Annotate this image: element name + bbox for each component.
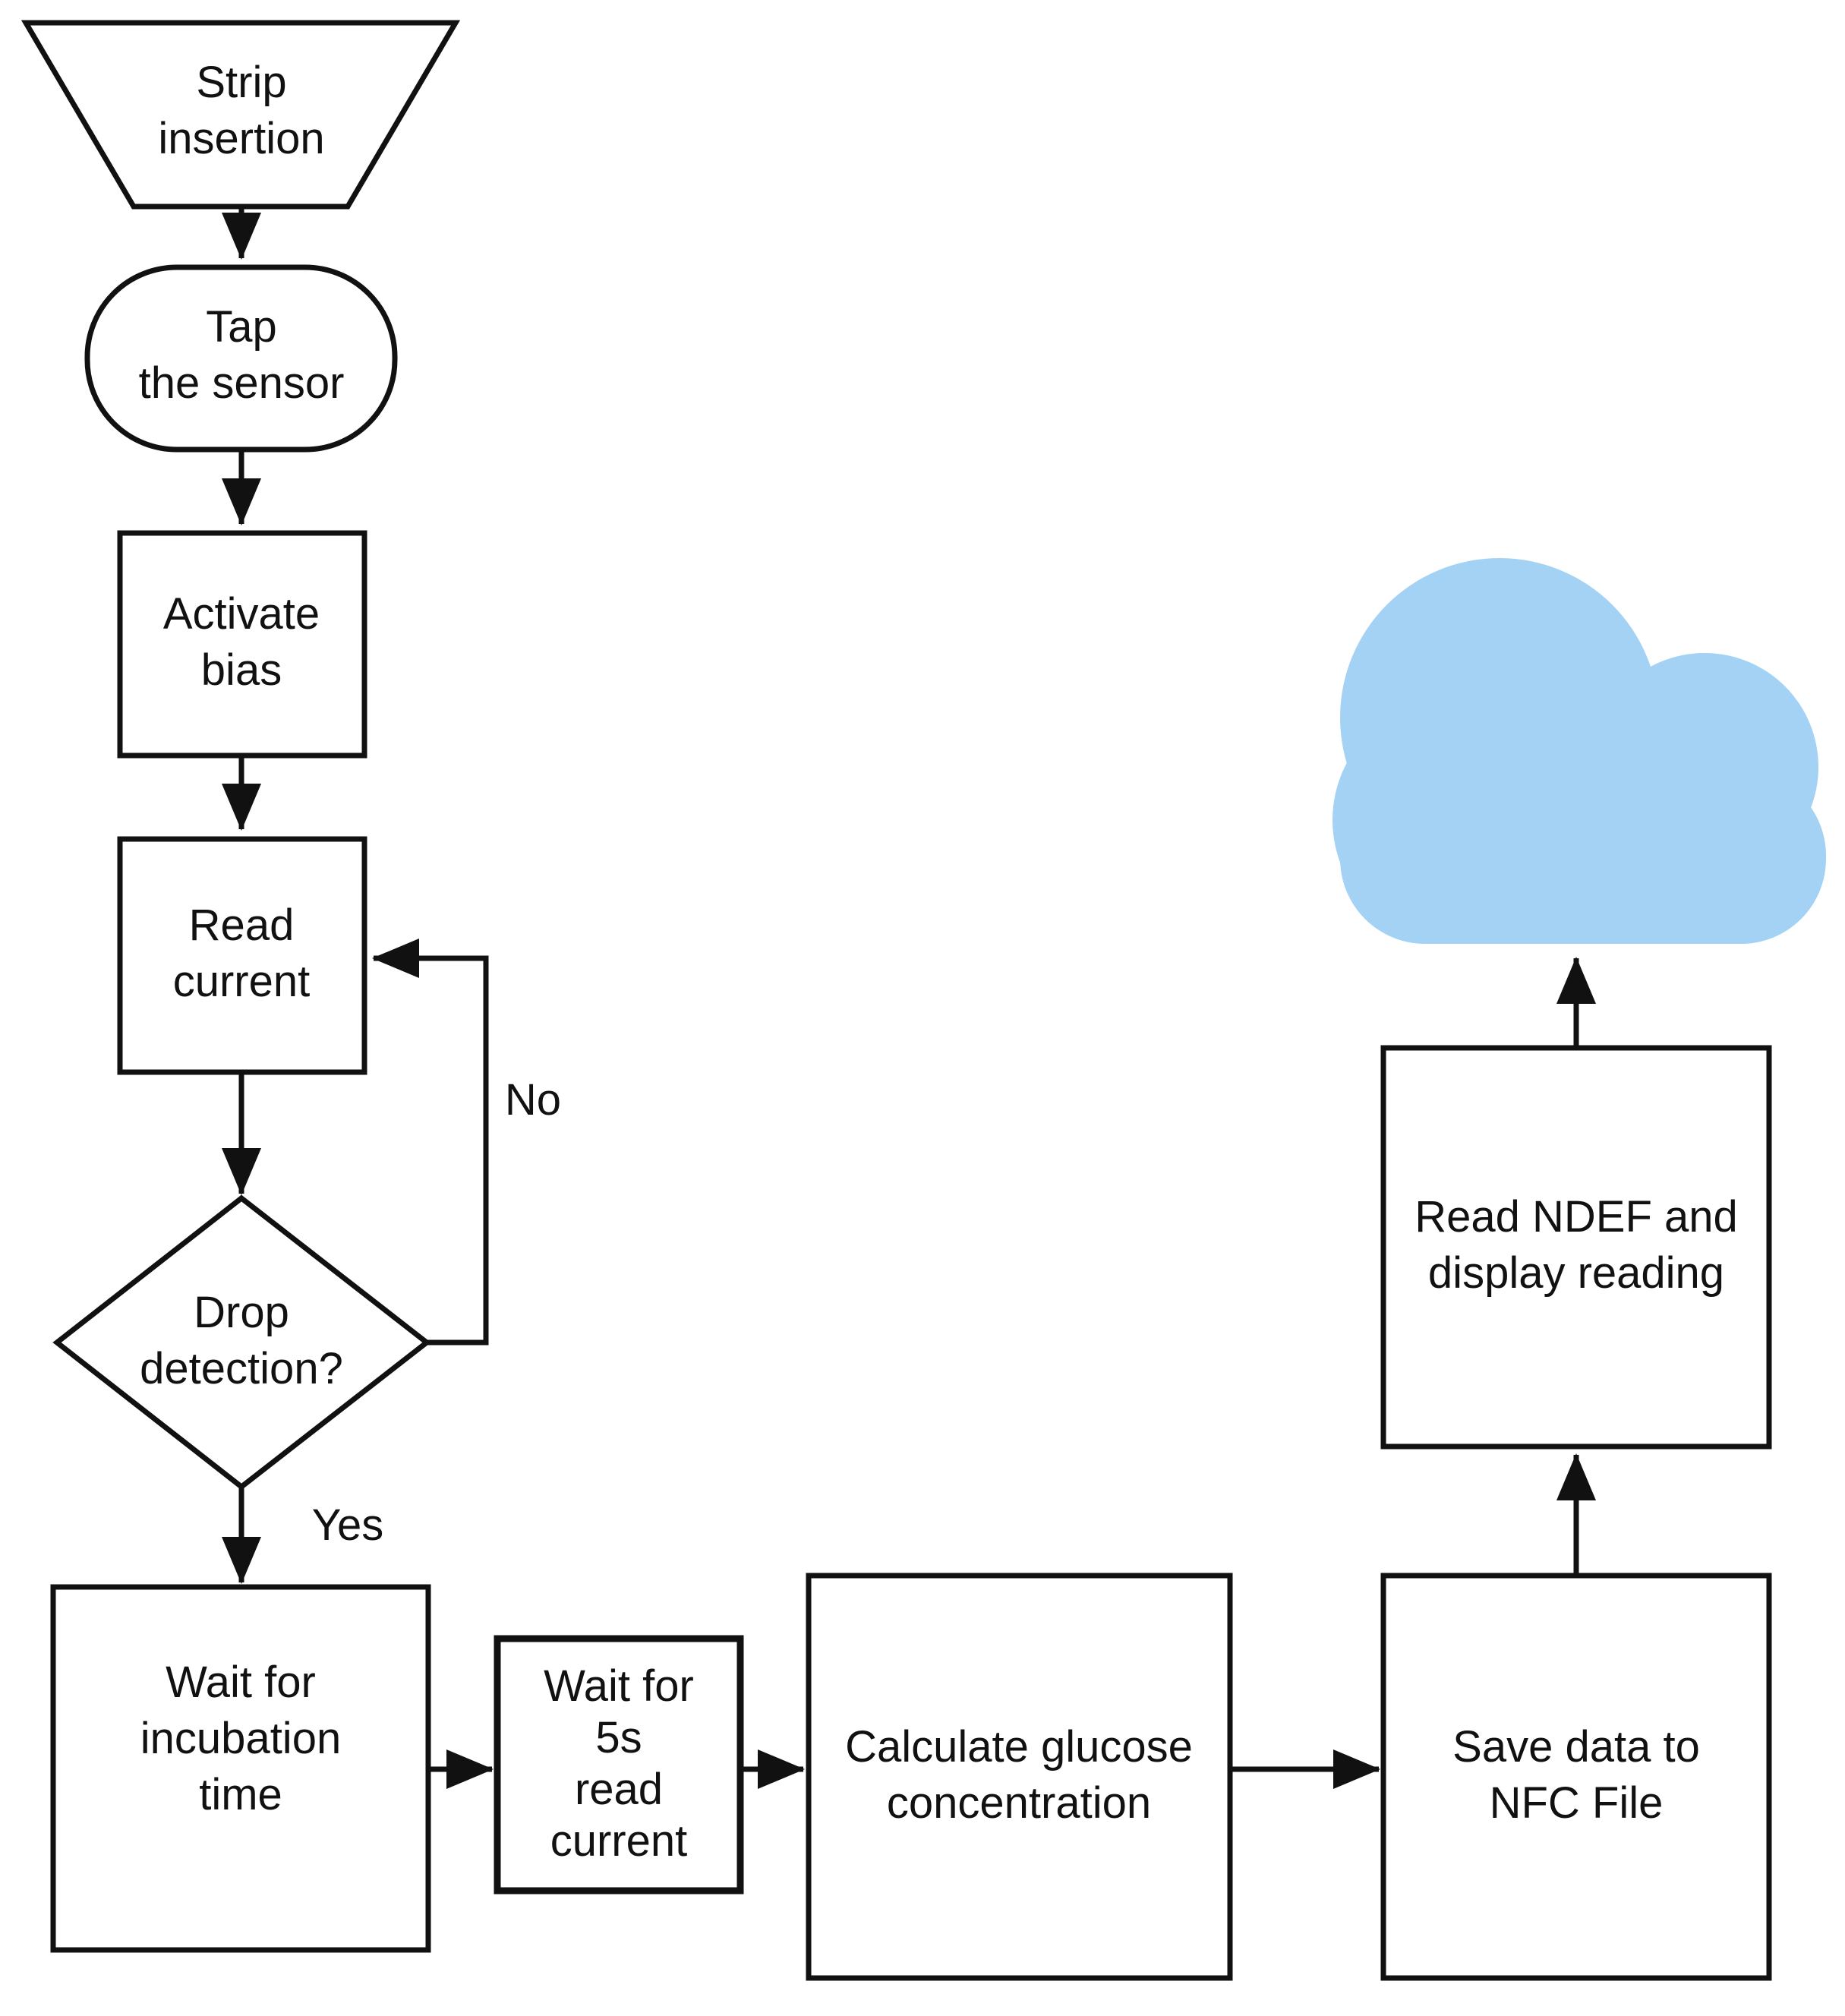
- node-calculate-glucose-label: concentration: [887, 1778, 1151, 1828]
- node-save-nfc: [1380, 1573, 1772, 1981]
- node-save-nfc-label: Save data to: [1452, 1722, 1700, 1771]
- node-drop-detection-label: Drop: [194, 1288, 289, 1337]
- node-activate-bias: [117, 530, 367, 759]
- cloud-base: [1340, 771, 1826, 944]
- node-drop-detection-label: detection?: [140, 1344, 343, 1393]
- node-tap-sensor-label: Tap: [206, 302, 277, 352]
- node-read-current: [117, 836, 367, 1075]
- node-save-nfc-label: NFC File: [1490, 1778, 1664, 1828]
- node-tap-sensor: [84, 264, 398, 453]
- node-read-ndef-label: Read NDEF and: [1414, 1192, 1738, 1241]
- node-calculate-glucose-label: Calculate glucose: [845, 1722, 1193, 1771]
- node-wait-5s: [494, 1635, 744, 1895]
- node-wait-5s-label: read: [575, 1765, 663, 1814]
- node-wait-incubation-label: incubation: [140, 1714, 341, 1763]
- node-read-ndef-label: display reading: [1428, 1248, 1724, 1298]
- node-wait-incubation-label: Wait for: [166, 1658, 316, 1707]
- node-read-ndef: [1380, 1045, 1772, 1450]
- arrow-no-loop: [372, 939, 489, 1346]
- node-drop-detection: [52, 1194, 431, 1491]
- node-strip-insertion-label: insertion: [158, 114, 324, 163]
- node-tap-sensor-label: the sensor: [139, 358, 345, 408]
- node-wait-5s-label: Wait for: [544, 1661, 694, 1711]
- node-calculate-glucose: [806, 1573, 1233, 1981]
- node-strip-insertion-label: Strip: [196, 58, 286, 107]
- node-read-current-label: Read: [189, 901, 295, 950]
- edge-label-yes: Yes: [312, 1500, 384, 1550]
- node-wait-5s-label: current: [550, 1816, 688, 1866]
- node-strip-insertion: [20, 20, 461, 210]
- edge-label-no: No: [505, 1075, 561, 1125]
- node-wait-incubation-label: time: [199, 1770, 282, 1819]
- cloud-icon: [1332, 558, 1826, 944]
- node-read-current-label: current: [173, 957, 311, 1006]
- node-activate-bias-label: Activate: [163, 589, 320, 639]
- node-wait-5s-label: 5s: [595, 1713, 642, 1762]
- node-wait-incubation: [50, 1584, 431, 1953]
- node-activate-bias-label: bias: [201, 645, 282, 695]
